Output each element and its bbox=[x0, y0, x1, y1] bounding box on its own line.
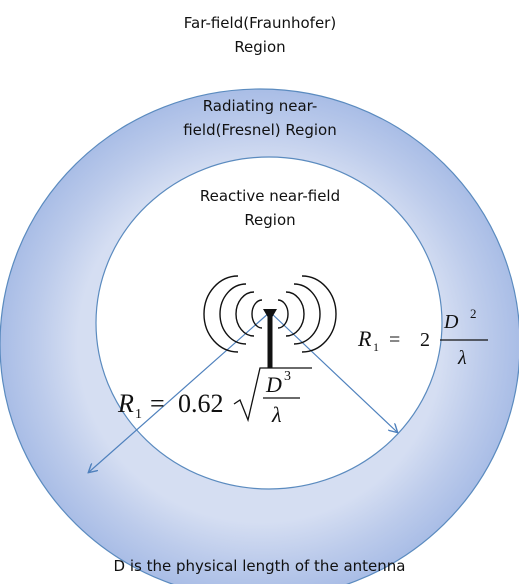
formula-outer-equals: = bbox=[389, 329, 400, 351]
formula-reactive-boundary: R 1 = 0.62 D 3 λ bbox=[117, 367, 312, 427]
formula-inner-numerator-exponent: 3 bbox=[284, 369, 291, 384]
far-field-label-line2: Region bbox=[234, 38, 286, 56]
reactive-label-line1: Reactive near-field bbox=[199, 187, 341, 205]
formula-inner-denominator: λ bbox=[271, 402, 282, 427]
formula-inner-symbol: R bbox=[117, 389, 134, 418]
diagram-caption: D is the physical length of the antenna bbox=[113, 557, 406, 575]
formula-far-field-boundary: R 1 = 2 D 2 λ bbox=[357, 306, 488, 369]
formula-inner-equals: = bbox=[150, 389, 165, 418]
radiating-label-line1: Radiating near- bbox=[202, 97, 318, 115]
inner-radius-arrow bbox=[89, 311, 271, 472]
formula-inner-subscript: 1 bbox=[135, 407, 142, 422]
reactive-near-field-region-label: Reactive near-field Region bbox=[180, 184, 360, 232]
formula-outer-subscript: 1 bbox=[373, 340, 379, 354]
formula-outer-coefficient: 2 bbox=[420, 329, 430, 351]
formula-inner-coefficient: 0.62 bbox=[178, 389, 224, 418]
radiating-label-line2: field(Fresnel) Region bbox=[183, 121, 337, 139]
formula-outer-symbol: R bbox=[357, 326, 372, 351]
radiating-near-field-region-label: Radiating near- field(Fresnel) Region bbox=[170, 94, 350, 142]
formula-outer-denominator: λ bbox=[457, 347, 467, 369]
reactive-label-line2: Region bbox=[244, 211, 296, 229]
radical-sign bbox=[233, 367, 312, 423]
formula-outer-numerator-exponent: 2 bbox=[470, 306, 477, 321]
outer-radius-arrow bbox=[269, 311, 397, 432]
formula-outer-numerator-base: D bbox=[443, 311, 459, 333]
formula-inner-numerator-base: D bbox=[265, 372, 282, 397]
antenna-icon bbox=[203, 275, 337, 368]
far-field-region-label: Far-field(Fraunhofer) Region bbox=[160, 11, 360, 59]
far-field-label-line1: Far-field(Fraunhofer) bbox=[183, 14, 337, 32]
